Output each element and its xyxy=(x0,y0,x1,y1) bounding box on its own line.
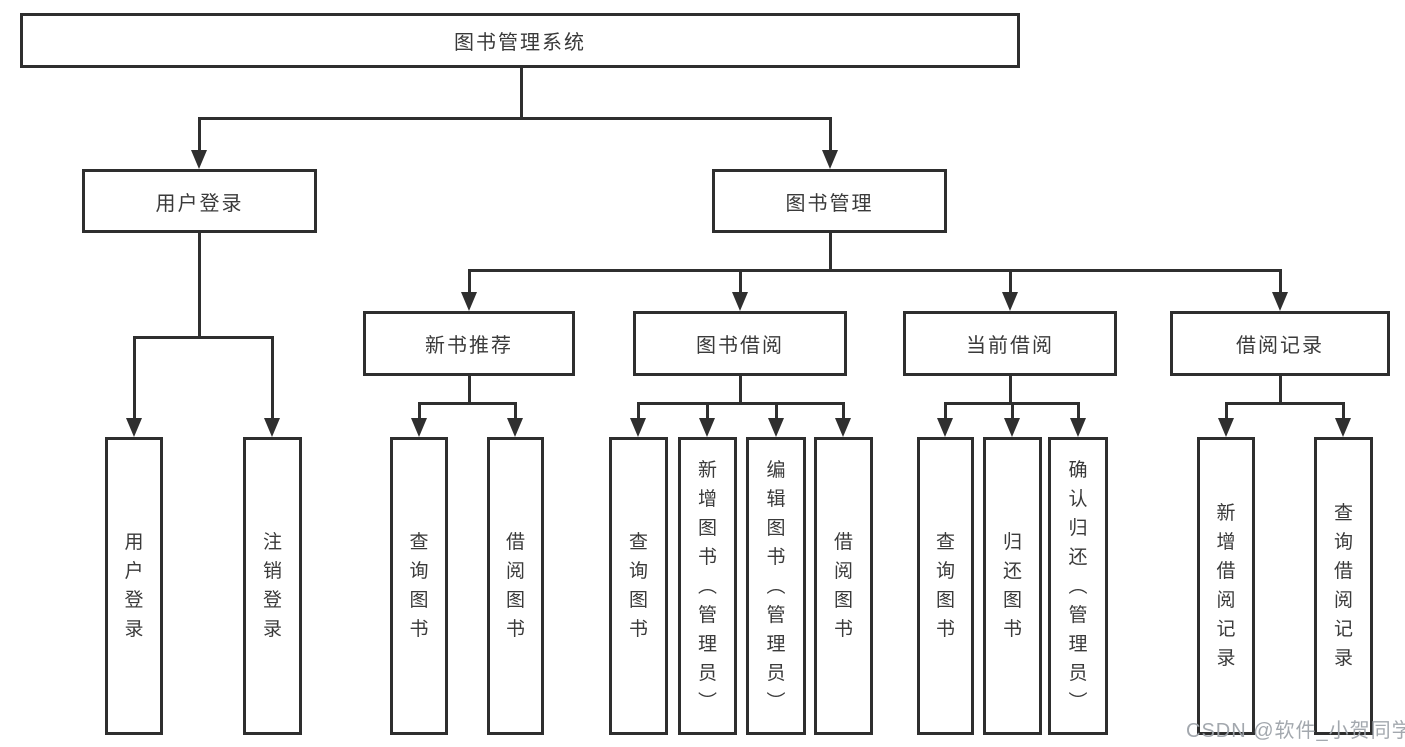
node-user-login-label: 用户登录 xyxy=(155,192,244,215)
arrowhead-query-books-borrow xyxy=(630,418,646,437)
arrowhead-leaf-user-login xyxy=(126,418,142,437)
connector-book-borrow-trunk xyxy=(739,376,742,405)
node-current-borrow-label: 当前借阅 xyxy=(966,335,1054,357)
connector-stub-return-books xyxy=(1011,402,1014,420)
node-library-system: 图书管理系统 xyxy=(20,13,1020,68)
arrowhead-borrow-records xyxy=(1272,292,1288,311)
leaf-query-borrow-record: 查询借阅记录 xyxy=(1314,437,1373,735)
arrowhead-query-books-current xyxy=(937,418,953,437)
leaf-query-books-borrow: 查询图书 xyxy=(609,437,668,735)
arrowhead-leaf-logout xyxy=(264,418,280,437)
arrowhead-borrow-books-recommend xyxy=(507,418,523,437)
leaf-edit-book-admin: 编辑图书︵管理员︶ xyxy=(746,437,806,735)
connector-stub-book-borrow xyxy=(739,269,742,294)
connector-stub-add-book-admin xyxy=(706,402,709,420)
node-book-borrow: 图书借阅 xyxy=(633,311,847,376)
connector-borrow-records-trunk xyxy=(1279,376,1282,405)
connector-user-login-trunk xyxy=(198,233,201,339)
node-book-borrow-label: 图书借阅 xyxy=(696,335,784,357)
leaf-return-books: 归还图书 xyxy=(983,437,1042,735)
node-borrow-records: 借阅记录 xyxy=(1170,311,1390,376)
arrowhead-add-book-admin xyxy=(699,418,715,437)
connector-root-trunk xyxy=(520,68,523,119)
connector-stub-query-books-recommend xyxy=(418,402,421,420)
connector-stub-borrow-books-recommend xyxy=(514,402,517,420)
arrowhead-edit-book-admin xyxy=(768,418,784,437)
connector-new-book-recommend-trunk xyxy=(468,376,471,405)
arrowhead-new-book-recommend xyxy=(461,292,477,311)
watermark-text: CSDN @软件_小贺同学 xyxy=(1186,720,1405,742)
connector-stub-leaf-user-login xyxy=(133,336,136,420)
arrowhead-current-borrow xyxy=(1002,292,1018,311)
connector-current-borrow-trunk xyxy=(1009,376,1012,405)
node-library-system-label: 图书管理系统 xyxy=(454,32,586,54)
connector-stub-new-book-recommend xyxy=(468,269,471,294)
arrowhead-borrow-books xyxy=(835,418,851,437)
leaf-confirm-return-admin: 确认归还︵管理员︶ xyxy=(1048,437,1108,735)
node-borrow-records-label: 借阅记录 xyxy=(1236,335,1324,357)
connector-level3-distributor xyxy=(468,269,1282,272)
connector-stub-user-login xyxy=(198,117,201,152)
node-current-borrow: 当前借阅 xyxy=(903,311,1117,376)
connector-stub-confirm-return-admin xyxy=(1077,402,1080,420)
connector-book-management-trunk xyxy=(829,233,832,272)
connector-stub-add-borrow-record xyxy=(1225,402,1228,420)
leaf-add-book-admin: 新增图书︵管理员︶ xyxy=(678,437,737,735)
connector-stub-query-books-current xyxy=(944,402,947,420)
connector-stub-book-management xyxy=(829,117,832,152)
leaf-user-login: 用户登录 xyxy=(105,437,163,735)
node-book-management: 图书管理 xyxy=(712,169,947,233)
arrowhead-confirm-return-admin xyxy=(1070,418,1086,437)
connector-level2-distributor xyxy=(198,117,832,120)
connector-stub-edit-book-admin xyxy=(775,402,778,420)
connector-stub-query-books-borrow xyxy=(637,402,640,420)
node-book-management-label: 图书管理 xyxy=(785,192,874,215)
connector-stub-query-borrow-record xyxy=(1342,402,1345,420)
arrowhead-return-books xyxy=(1004,418,1020,437)
leaf-borrow-books: 借阅图书 xyxy=(814,437,873,735)
connector-borrow-records-distributor xyxy=(1225,402,1345,405)
leaf-logout: 注销登录 xyxy=(243,437,302,735)
leaf-add-borrow-record: 新增借阅记录 xyxy=(1197,437,1255,735)
connector-user-login-distributor xyxy=(133,336,274,339)
arrowhead-user-login xyxy=(191,150,207,169)
leaf-query-books-current: 查询图书 xyxy=(917,437,974,735)
node-user-login: 用户登录 xyxy=(82,169,317,233)
leaf-query-books-recommend: 查询图书 xyxy=(390,437,448,735)
connector-stub-borrow-books xyxy=(842,402,845,420)
leaf-borrow-books-recommend: 借阅图书 xyxy=(487,437,544,735)
arrowhead-query-books-recommend xyxy=(411,418,427,437)
arrowhead-query-borrow-record xyxy=(1335,418,1351,437)
connector-stub-borrow-records xyxy=(1279,269,1282,294)
arrowhead-add-borrow-record xyxy=(1218,418,1234,437)
connector-stub-current-borrow xyxy=(1009,269,1012,294)
connector-book-borrow-distributor xyxy=(637,402,845,405)
node-new-book-recommend-label: 新书推荐 xyxy=(425,335,513,357)
connector-stub-leaf-logout xyxy=(271,336,274,420)
node-new-book-recommend: 新书推荐 xyxy=(363,311,575,376)
connector-new-book-recommend-distributor xyxy=(418,402,517,405)
arrowhead-book-borrow xyxy=(732,292,748,311)
arrowhead-book-management xyxy=(822,150,838,169)
